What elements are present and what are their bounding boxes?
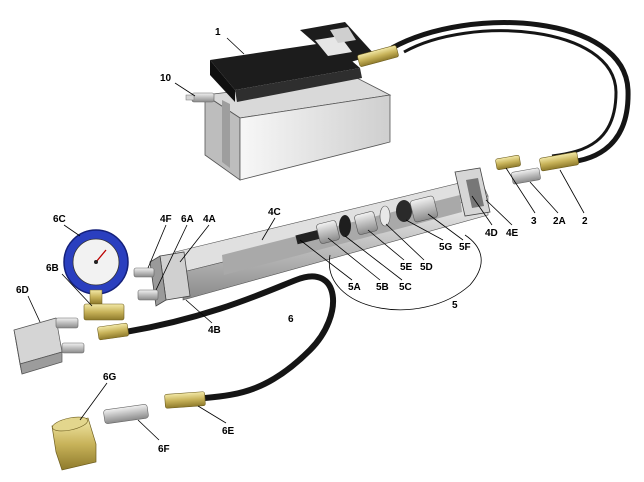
foot-pump xyxy=(203,22,392,181)
label-6: 6 xyxy=(288,314,294,325)
leader-5-bracket xyxy=(328,234,482,311)
end-5F xyxy=(410,195,438,223)
seal-5C xyxy=(339,215,351,237)
release-valve xyxy=(191,92,215,103)
adapter-2A xyxy=(511,167,541,185)
tee-fitting-6B xyxy=(83,303,125,321)
leader-4A xyxy=(179,224,210,263)
label-5C: 5C xyxy=(399,282,412,293)
label-10: 10 xyxy=(160,73,172,84)
leader-6F xyxy=(137,419,160,441)
label-5G: 5G xyxy=(439,242,453,253)
spacer-5E xyxy=(354,211,378,235)
adapter-block-6D xyxy=(13,317,63,375)
dust-cap-6G-top xyxy=(52,416,88,432)
leader-5B xyxy=(327,237,381,281)
gauge-needle xyxy=(95,249,107,263)
leader-5C xyxy=(344,235,403,281)
leader-6C xyxy=(63,224,81,237)
label-6E: 6E xyxy=(222,426,235,437)
leader-1 xyxy=(226,37,245,55)
label-4F: 4F xyxy=(160,214,172,225)
label-5B: 5B xyxy=(376,282,389,293)
coupler-3 xyxy=(495,155,521,170)
label-2: 2 xyxy=(582,216,588,227)
label-6F: 6F xyxy=(158,444,170,455)
hose-6 xyxy=(124,273,336,401)
hose-6-end-fitting xyxy=(97,322,129,341)
leader-4E xyxy=(485,199,513,226)
seal-5G xyxy=(396,200,412,222)
label-4E: 4E xyxy=(506,228,519,239)
leader-4F xyxy=(147,224,167,269)
fitting-6A xyxy=(137,289,159,301)
supply-hose xyxy=(390,20,631,165)
label-4B: 4B xyxy=(208,325,221,336)
leader-6B xyxy=(61,273,93,307)
label-5D: 5D xyxy=(420,262,433,273)
pump-outlet-fitting xyxy=(357,45,399,67)
label-3: 3 xyxy=(531,216,537,227)
label-6B: 6B xyxy=(46,263,59,274)
coupler-6F xyxy=(103,404,149,424)
label-4D: 4D xyxy=(485,228,498,239)
leader-6A xyxy=(155,224,188,291)
label-6A: 6A xyxy=(181,214,194,225)
label-2A: 2A xyxy=(553,216,566,227)
label-6D: 6D xyxy=(16,285,29,296)
bleeder-4F xyxy=(133,267,155,278)
label-5: 5 xyxy=(452,300,458,311)
label-4A: 4A xyxy=(203,214,216,225)
ring-5D xyxy=(379,205,391,227)
leader-6E xyxy=(197,405,227,424)
leader-5F xyxy=(427,213,464,241)
leader-5E xyxy=(367,229,405,261)
leader-4C xyxy=(261,217,276,241)
piston-5B xyxy=(316,220,340,244)
hose-6-end-fitting-6E xyxy=(164,391,206,409)
gauge-hub xyxy=(94,260,98,264)
leader-5G xyxy=(405,219,444,241)
label-5F: 5F xyxy=(459,242,471,253)
label-1: 1 xyxy=(215,27,221,38)
leader-6D xyxy=(27,295,41,323)
label-4C: 4C xyxy=(268,207,281,218)
label-5E: 5E xyxy=(400,262,413,273)
supply-hose xyxy=(403,29,618,158)
label-6C: 6C xyxy=(53,214,66,225)
leader-6G xyxy=(79,382,108,421)
leader-2 xyxy=(559,169,585,214)
leader-10 xyxy=(174,82,196,97)
leader-3 xyxy=(505,167,536,214)
leader-5A xyxy=(299,239,353,281)
block-port-lower xyxy=(61,342,85,354)
leader-2A xyxy=(529,181,559,214)
block-port-upper xyxy=(55,317,79,329)
leader-4D xyxy=(471,195,493,226)
leader-4B xyxy=(185,299,213,324)
leader-5D xyxy=(385,223,425,261)
label-5A: 5A xyxy=(348,282,361,293)
piston-rod-5A xyxy=(295,228,325,245)
hose-fitting-2 xyxy=(539,151,579,172)
release-valve-tip xyxy=(185,94,195,101)
label-6G: 6G xyxy=(103,372,117,383)
gauge-stem xyxy=(89,289,103,305)
